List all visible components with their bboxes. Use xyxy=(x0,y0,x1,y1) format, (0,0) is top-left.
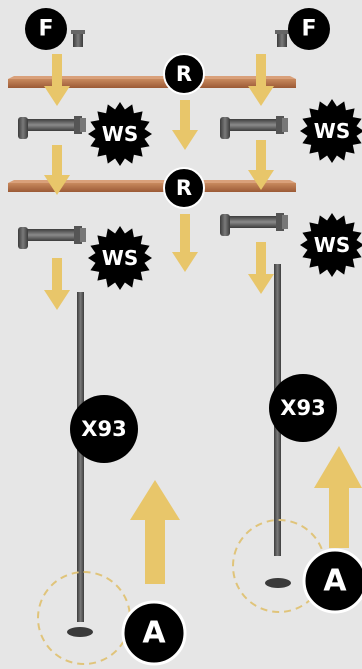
wall-screw-badge-left-upper: WS xyxy=(88,102,152,166)
arrow-up-left xyxy=(130,480,180,584)
svg-text:R: R xyxy=(176,176,192,200)
arrow-down-center-1 xyxy=(172,100,198,150)
top-pipe-stub-left xyxy=(71,30,85,47)
reducer-badge-middle: R xyxy=(163,167,205,209)
rod-left xyxy=(77,292,84,622)
shelf-middle xyxy=(8,180,296,192)
rod-badge-left: X93 xyxy=(70,395,138,463)
flange-badge-left: F xyxy=(25,8,67,50)
wall-screw-badge-left-lower: WS xyxy=(88,226,152,290)
floor-flange-left xyxy=(67,627,93,637)
arrow-down-left-1 xyxy=(44,54,70,106)
top-pipe-stub-right xyxy=(275,30,289,47)
anchor-badge-right: A xyxy=(302,548,362,614)
rod-badge-right: X93 xyxy=(269,374,337,442)
arrow-down-left-2 xyxy=(44,145,70,195)
svg-text:X93: X93 xyxy=(81,417,126,441)
svg-text:X93: X93 xyxy=(280,396,325,420)
arrow-down-left-3 xyxy=(44,258,70,310)
arrow-down-right-2 xyxy=(248,140,274,190)
wall-screw-label: WS xyxy=(102,122,138,146)
flange-badge-right: F xyxy=(288,8,330,50)
wall-screw-label: WS xyxy=(314,119,350,143)
reducer-badge-top: R xyxy=(163,53,205,95)
elbow-fitting-right-upper xyxy=(220,116,288,139)
wall-screw-badge-right-lower: WS xyxy=(300,213,362,277)
arrow-up-right xyxy=(314,446,362,548)
wall-screw-label: WS xyxy=(314,233,350,257)
svg-text:A: A xyxy=(142,616,166,651)
arrow-down-center-2 xyxy=(172,214,198,272)
svg-text:F: F xyxy=(301,17,316,42)
svg-text:R: R xyxy=(176,62,192,86)
shelf-top xyxy=(8,76,296,88)
elbow-fitting-right-lower xyxy=(220,213,288,236)
floor-flange-right xyxy=(265,578,291,588)
wall-screw-badge-right-upper: WS xyxy=(300,99,362,163)
elbow-fitting-left-upper xyxy=(18,116,86,139)
anchor-badge-left: A xyxy=(121,600,187,666)
elbow-fitting-left-lower xyxy=(18,226,86,249)
arrow-down-right-3 xyxy=(248,242,274,294)
svg-text:A: A xyxy=(323,564,347,599)
arrow-down-right-1 xyxy=(248,54,274,106)
wall-screw-label: WS xyxy=(102,246,138,270)
svg-text:F: F xyxy=(38,17,53,42)
